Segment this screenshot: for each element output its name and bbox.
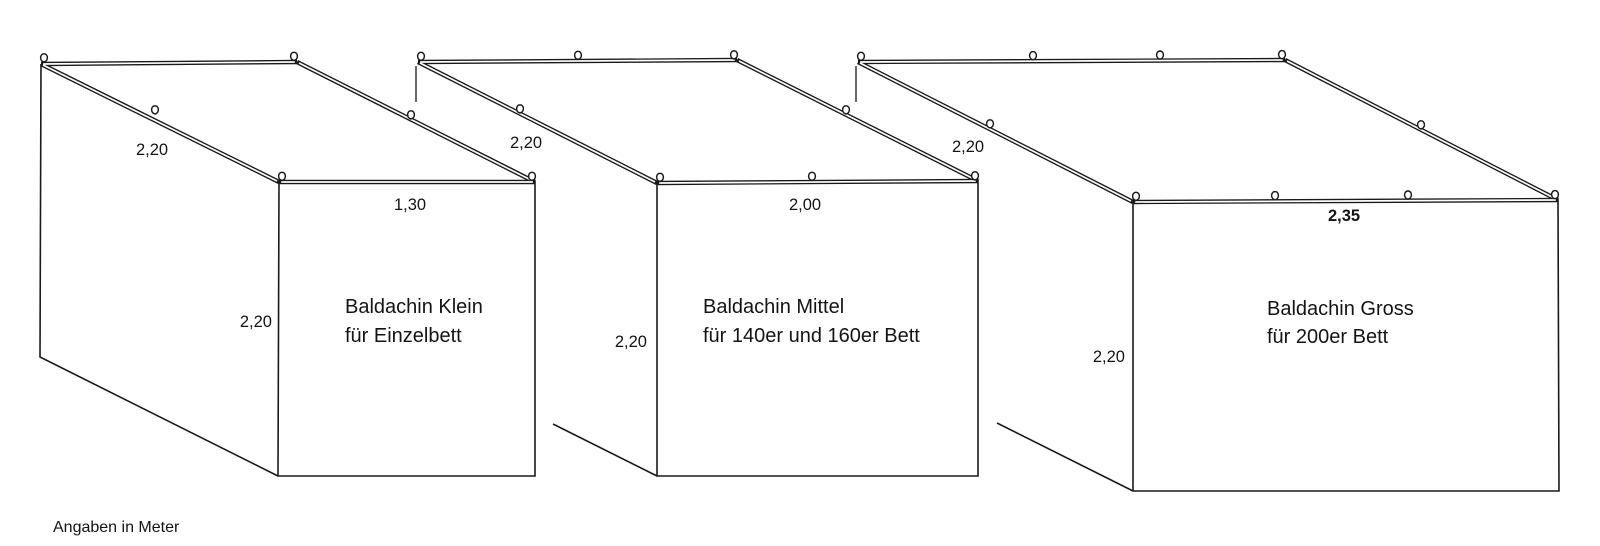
front-width-label: 2,00	[789, 196, 821, 214]
curtain-hook-icon	[985, 119, 995, 129]
box-baldachin-mittel: 2,20 2,00 2,20 Baldachin Mittel für 140e…	[415, 50, 980, 477]
curtain-hook-icon	[1416, 120, 1426, 130]
box-title-line2: für Einzelbett	[345, 325, 462, 347]
curtain-hook-icon	[573, 50, 583, 61]
curtain-hook-icon	[1277, 49, 1287, 60]
rail-depth-label: 2,20	[510, 134, 542, 152]
box-title-line2: für 140er und 160er Bett	[703, 325, 920, 347]
curtain-hook-icon	[1155, 50, 1165, 60]
curtain-hook-icon	[856, 51, 866, 62]
side-wall-floor-edge	[552, 423, 658, 477]
height-label: 2,20	[1093, 348, 1125, 366]
curtain-hook-icon	[970, 171, 980, 181]
box-baldachin-gross: 2,20 2,35 2,20 Baldachin Gross für 200er…	[855, 49, 1560, 492]
height-label: 2,20	[240, 313, 272, 331]
curtain-hook-icon	[406, 110, 416, 120]
curtain-hook-icon	[1403, 190, 1413, 200]
curtain-hook-icon	[150, 105, 160, 115]
side-wall-floor-edge	[996, 422, 1134, 492]
curtain-hook-icon	[416, 51, 426, 62]
top-frame-rails	[857, 57, 1560, 205]
front-width-label: 2,35	[1328, 207, 1360, 225]
rail-depth-label: 2,20	[136, 141, 168, 159]
curtain-hook-icon	[807, 171, 817, 182]
box-title-line1: Baldachin Mittel	[703, 296, 844, 318]
height-label: 2,20	[615, 333, 647, 351]
top-frame-rails	[417, 57, 979, 186]
unit-note: Angaben in Meter	[53, 519, 180, 536]
curtain-hook-icon	[729, 50, 739, 60]
box-title-line1: Baldachin Gross	[1267, 298, 1414, 320]
curtain-hook-icon	[1270, 190, 1280, 201]
curtain-hook-icon	[841, 105, 851, 115]
curtain-hook-icon	[39, 53, 49, 63]
rail-depth-label: 2,20	[952, 138, 984, 156]
curtain-hook-icon	[655, 172, 665, 183]
box-baldachin-klein: 2,20 1,30 2,20 Baldachin Klein für Einze…	[39, 51, 537, 477]
curtain-hook-icon	[1028, 50, 1038, 61]
curtain-hook-icon	[515, 104, 525, 114]
curtain-hook-icon	[1550, 189, 1560, 200]
curtain-hook-icon	[289, 51, 299, 62]
box-title-line2: für 200er Bett	[1267, 326, 1389, 348]
side-wall-edge	[39, 63, 279, 477]
curtain-hook-icon	[1131, 191, 1141, 202]
curtain-hook-icon	[277, 171, 287, 182]
box-title-line1: Baldachin Klein	[345, 296, 483, 318]
top-frame-rails	[40, 59, 536, 185]
curtain-hook-icon	[527, 171, 537, 182]
front-width-label: 1,30	[394, 196, 426, 214]
